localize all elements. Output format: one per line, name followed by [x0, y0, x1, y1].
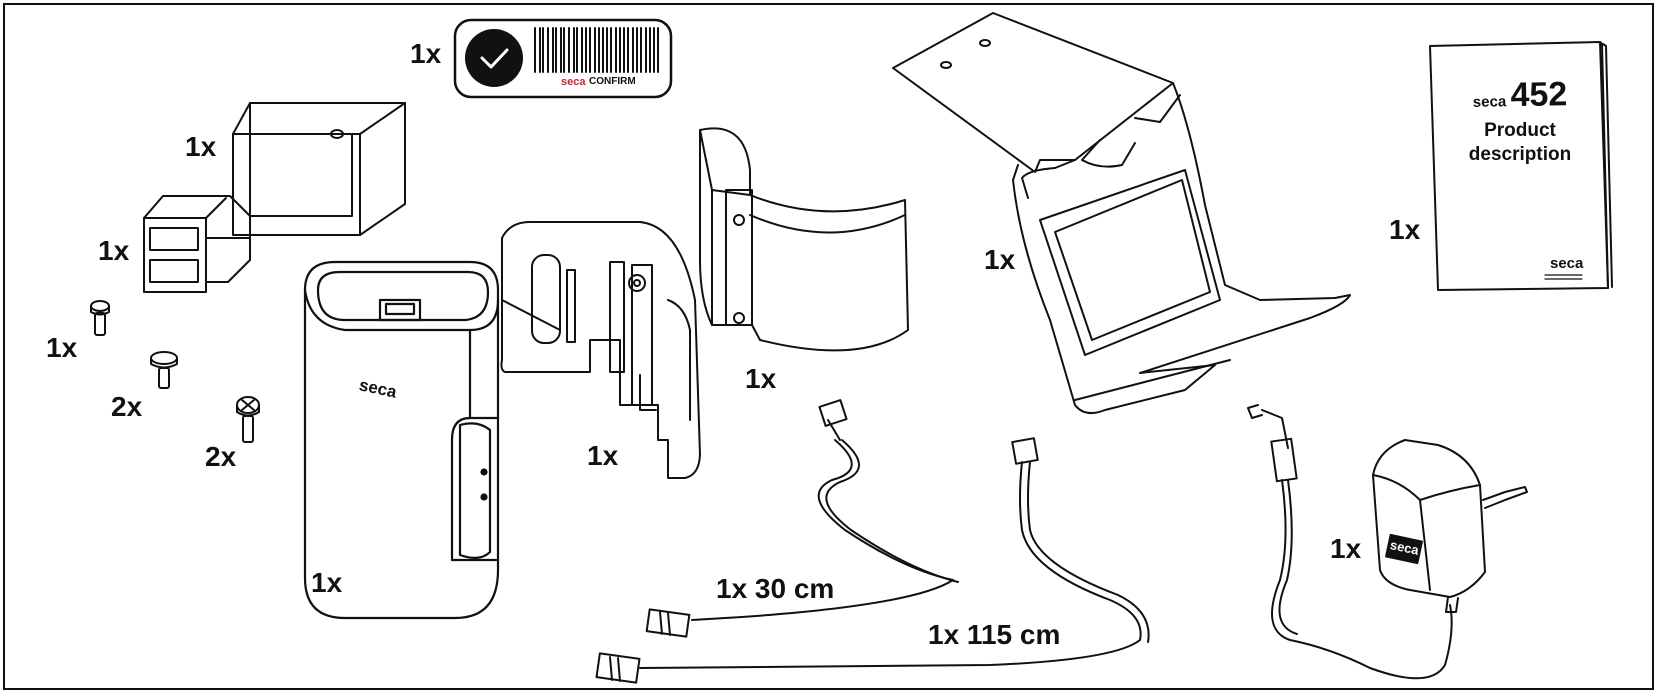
- manual-brand: seca: [1472, 93, 1507, 111]
- cable-long-label: 1x 115 cm: [928, 619, 1061, 650]
- power-adapter: [1247, 404, 1528, 680]
- splitter-quantity: 1x: [98, 235, 130, 266]
- cable-short-label: 1x 30 cm: [716, 573, 835, 604]
- mounting-clip: [500, 221, 701, 479]
- screw-round-quantity: 2x: [111, 391, 143, 422]
- manual-model: 452: [1510, 75, 1568, 115]
- manual-footer-brand: seca: [1550, 255, 1584, 272]
- manual-title-line1: Product: [1484, 120, 1556, 141]
- seca-module: [303, 260, 500, 620]
- confirm-badge: [453, 18, 673, 99]
- module-quantity: 1x: [311, 567, 343, 598]
- cable-30cm: [645, 399, 959, 638]
- badge-quantity: 1x: [410, 38, 442, 69]
- diagram-frame: [3, 3, 1654, 690]
- screw-small: [90, 300, 110, 336]
- manual-title: seca 452: [1445, 75, 1596, 115]
- screw-cross: [236, 396, 260, 443]
- stand-quantity: 1x: [984, 244, 1016, 275]
- screw-cross-quantity: 2x: [205, 441, 237, 472]
- manual-title-line2: description: [1468, 144, 1572, 165]
- adapter-quantity: 1x: [1330, 533, 1362, 564]
- holder-quantity: 1x: [745, 363, 777, 394]
- holder-bracket: [699, 127, 909, 352]
- rj-splitter: [143, 195, 251, 293]
- cap-quantity: 1x: [185, 131, 217, 162]
- badge-brand: seca: [561, 76, 586, 88]
- check-icon: [465, 29, 523, 87]
- screw-small-quantity: 1x: [46, 332, 78, 363]
- clip-quantity: 1x: [587, 440, 619, 471]
- end-cap: [232, 102, 406, 236]
- screw-round: [150, 351, 178, 389]
- manual-quantity: 1x: [1389, 214, 1421, 245]
- cable-115cm: [595, 437, 1150, 684]
- display-stand: [892, 12, 1351, 415]
- product-manual: [1429, 41, 1613, 291]
- barcode: [534, 27, 659, 73]
- badge-confirm-text: CONFIRM: [589, 76, 636, 87]
